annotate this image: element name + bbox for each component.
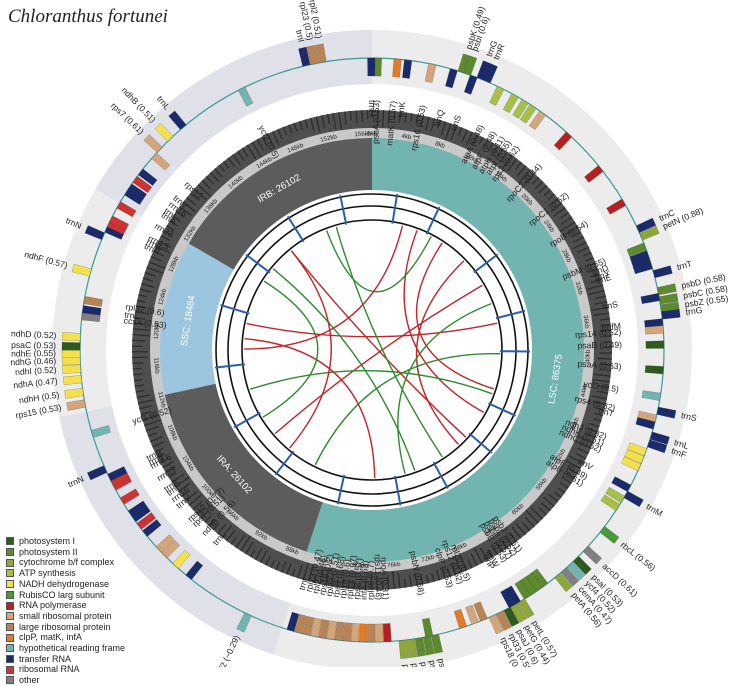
legend-swatch <box>6 612 14 620</box>
gene-block <box>383 623 391 641</box>
legend-label: RNA polymerase <box>19 600 87 611</box>
gene-block <box>367 58 375 76</box>
gene-block <box>367 624 375 642</box>
gene-block <box>62 357 80 365</box>
legend-item: photosystem II <box>6 547 125 558</box>
legend-label: photosystem II <box>19 547 78 558</box>
legend-item: small ribosomal protein <box>6 611 125 622</box>
legend-item: NADH dehydrogenase <box>6 579 125 590</box>
gene-block <box>62 332 80 341</box>
legend-label: transfer RNA <box>19 654 71 665</box>
legend-item: clpP, matK, infA <box>6 632 125 643</box>
gc-bar <box>350 111 351 120</box>
gc-bar <box>362 110 363 122</box>
gene-block <box>359 624 367 642</box>
gene-label: psaB (0.49) <box>577 340 622 351</box>
center-disc <box>212 190 532 510</box>
legend-label: large ribosomal protein <box>19 622 111 633</box>
tick-label: 156kb <box>354 130 372 138</box>
gc-bar <box>132 363 143 364</box>
legend-swatch <box>6 548 14 556</box>
gc-bar <box>356 111 357 124</box>
legend-swatch <box>6 602 14 610</box>
legend-swatch <box>6 580 14 588</box>
gene-block <box>62 365 80 374</box>
legend-swatch <box>6 537 14 545</box>
gc-bar <box>598 358 612 359</box>
gene-label: ycf2 (~0.29) <box>213 634 241 667</box>
gc-bar <box>383 110 384 127</box>
gene-label: trnG <box>685 305 703 317</box>
legend-item: transfer RNA <box>6 654 125 665</box>
gene-label: psaC (0.53) <box>11 340 56 351</box>
legend-item: photosystem I <box>6 536 125 547</box>
gene-label: rbcL (0.56) <box>619 540 658 573</box>
legend-label: other <box>19 675 40 686</box>
gene-label: ndhD (0.52) <box>11 328 57 340</box>
gene-label: trnH <box>367 100 377 116</box>
gc-bar <box>132 340 145 341</box>
legend-label: RubisCO larg subunit <box>19 590 105 601</box>
legend-label: NADH dehydrogenase <box>19 579 109 590</box>
legend-label: photosystem I <box>19 536 75 547</box>
legend-label: small ribosomal protein <box>19 611 112 622</box>
legend-label: cytochrome b/f complex <box>19 557 114 568</box>
tick-label: 116kb <box>152 357 160 374</box>
legend-swatch <box>6 644 14 652</box>
legend-swatch <box>6 591 14 599</box>
legend-item: other <box>6 675 125 686</box>
gene-block <box>375 624 383 642</box>
legend-swatch <box>6 623 14 631</box>
legend-item: RubisCO larg subunit <box>6 590 125 601</box>
legend-swatch <box>6 676 14 684</box>
legend-swatch <box>6 559 14 567</box>
gene-block <box>351 623 359 641</box>
gene-block <box>645 365 663 374</box>
legend-item: large ribosomal protein <box>6 622 125 633</box>
legend-label: clpP, matK, infA <box>19 632 82 643</box>
gene-label: trnK <box>395 101 407 118</box>
legend-item: ribosomal RNA <box>6 664 125 675</box>
gene-block <box>645 326 663 335</box>
legend-label: hypothetical reading frame <box>19 643 125 654</box>
gene-block <box>62 350 80 358</box>
legend-swatch <box>6 634 14 642</box>
gene-label: ndhA (0.47) <box>13 376 58 390</box>
legend-item: ATP synthesis <box>6 568 125 579</box>
legend-swatch <box>6 655 14 663</box>
gene-block <box>646 341 664 349</box>
gene-block <box>62 342 80 350</box>
gene-label: trnM <box>645 501 665 518</box>
legend-swatch <box>6 569 14 577</box>
legend-item: cytochrome b/f complex <box>6 557 125 568</box>
legend-item: RNA polymerase <box>6 600 125 611</box>
legend-item: hypothetical reading frame <box>6 643 125 654</box>
legend-label: ATP synthesis <box>19 568 76 579</box>
gene-label: ndhF (0.57) <box>23 249 69 270</box>
gc-bar <box>133 368 142 369</box>
legend-label: ribosomal RNA <box>19 664 80 675</box>
